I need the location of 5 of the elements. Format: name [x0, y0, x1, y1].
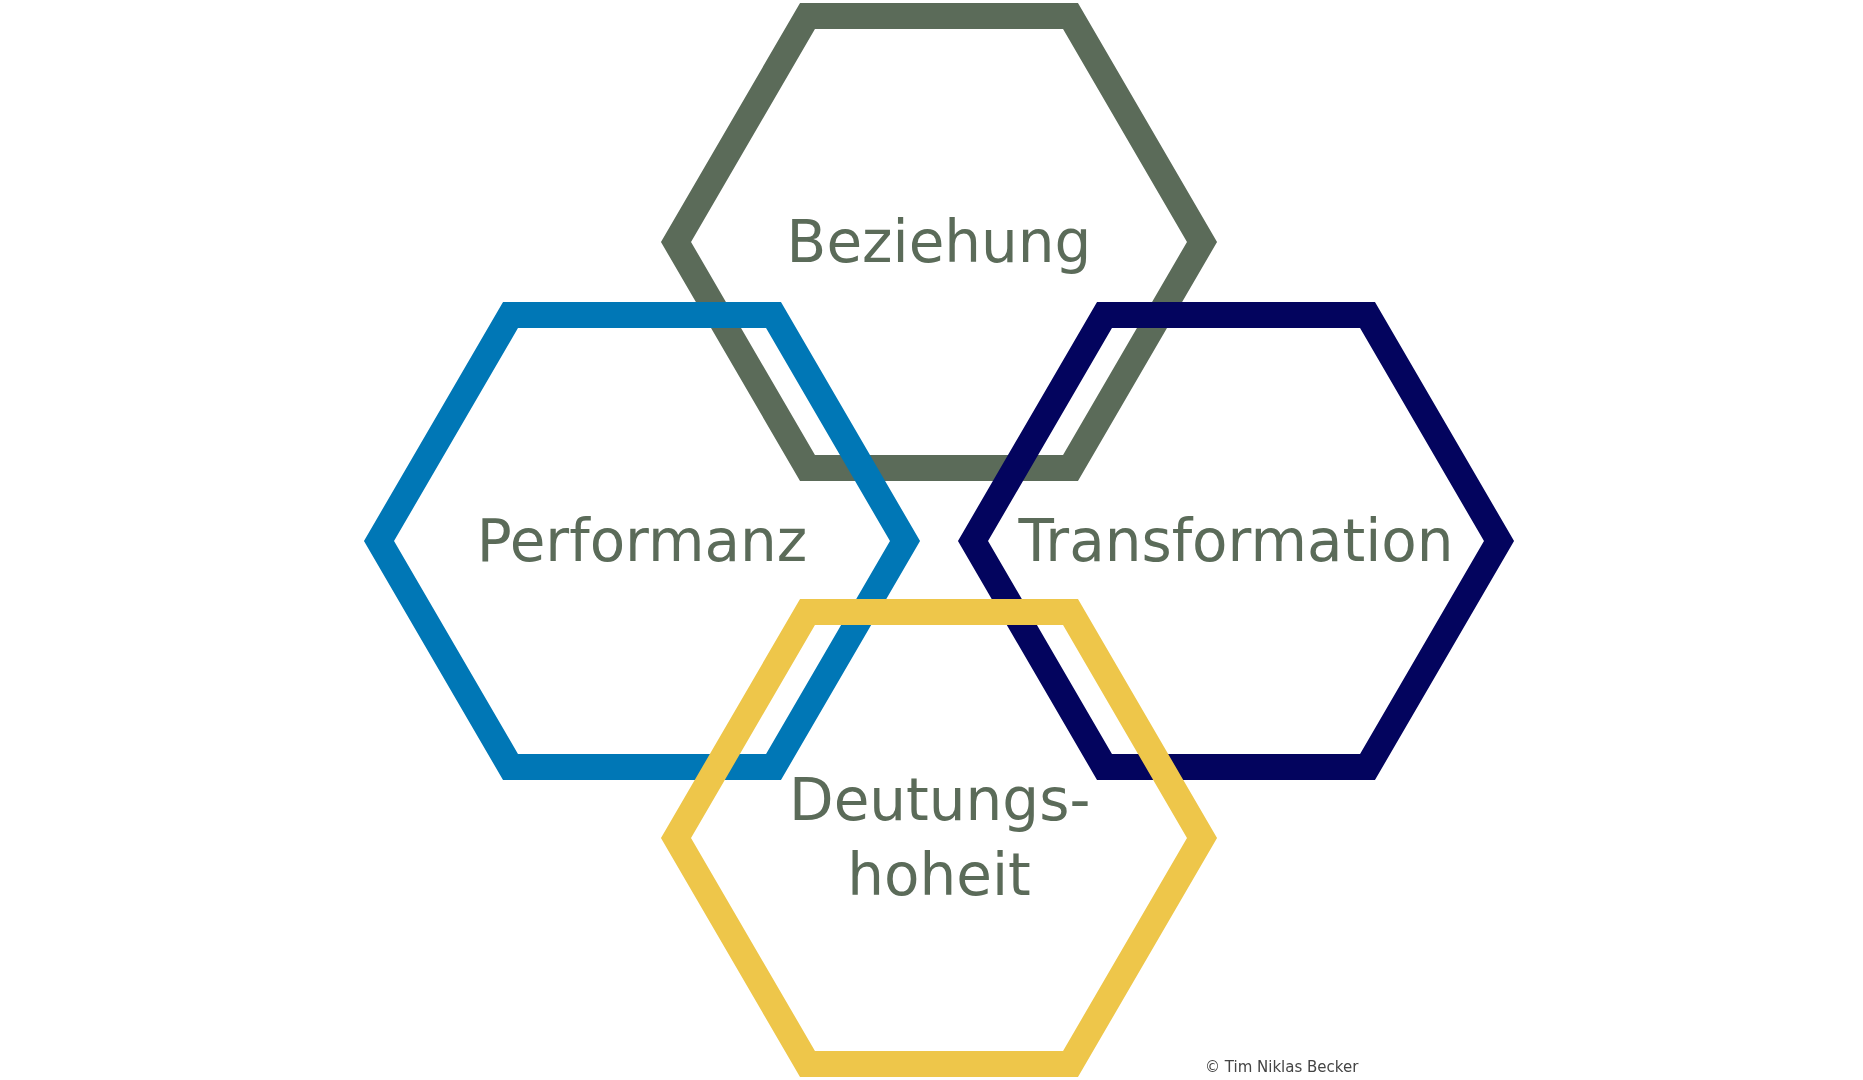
hexagon-label: Deutungs- hoheit — [789, 764, 1089, 911]
copyright-note: © Tim Niklas Becker — [1205, 1058, 1359, 1076]
hexagon-label: Transformation — [1017, 505, 1455, 577]
hexagon-label: Performanz — [475, 505, 809, 577]
hexagon-label: Beziehung — [785, 206, 1093, 278]
